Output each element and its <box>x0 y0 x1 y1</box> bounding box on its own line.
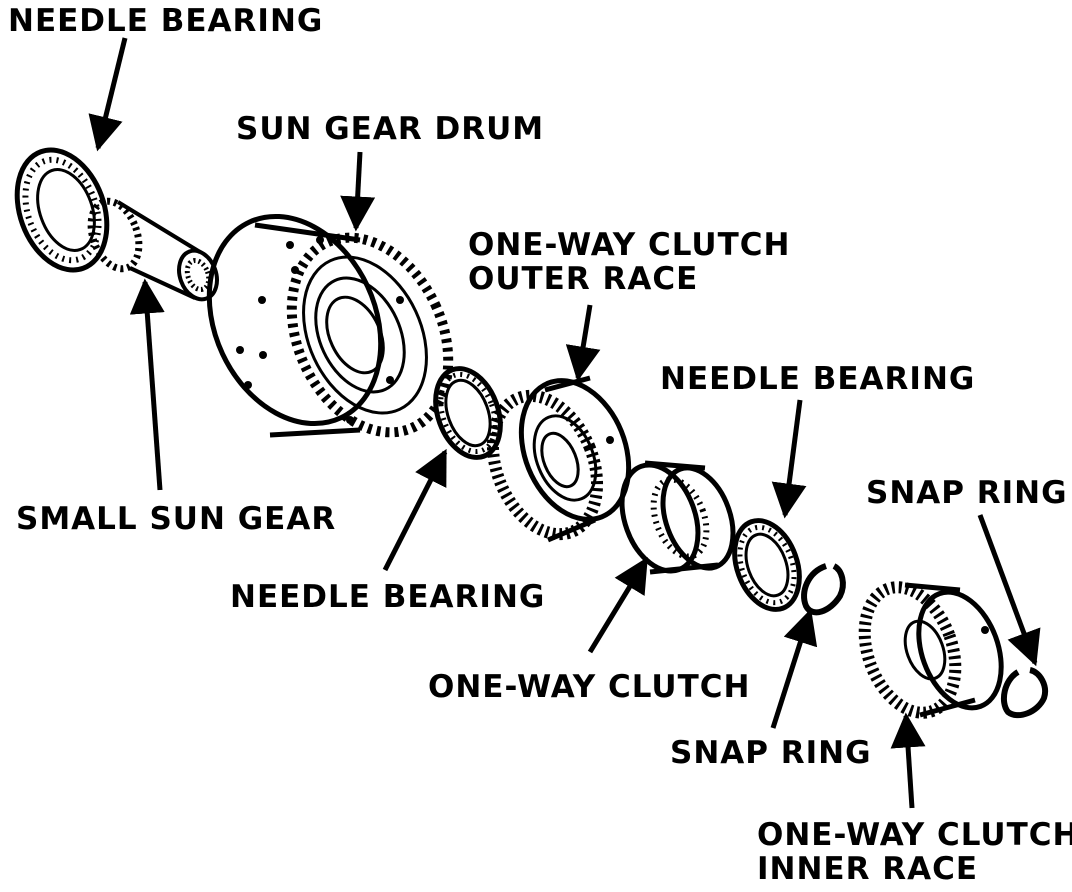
arrow-needle-bearing-center <box>382 448 448 572</box>
label-sun-gear-drum: SUN GEAR DRUM <box>236 111 545 147</box>
label-needle-bearing-right: NEEDLE BEARING <box>660 361 976 397</box>
label-snap-ring-center: SNAP RING <box>670 735 872 771</box>
needle-bearing-top-part <box>14 147 110 273</box>
label-inner-race-line-2: INNER RACE <box>757 851 979 887</box>
arrow-one-way-clutch <box>587 557 649 654</box>
arrow-needle-bearing-right <box>771 399 807 519</box>
label-outer-race-line-2: OUTER RACE <box>468 261 699 297</box>
label-one-way-clutch-outer-race: ONE-WAY CLUTCH OUTER RACE <box>468 228 790 296</box>
label-snap-ring-right: SNAP RING <box>866 475 1068 511</box>
arrow-sun-gear-drum <box>340 151 376 232</box>
leader-arrows <box>88 37 1041 809</box>
label-inner-race-line-1: ONE-WAY CLUTCH <box>757 817 1072 853</box>
arrow-outer-race <box>565 304 601 382</box>
label-needle-bearing-top: NEEDLE BEARING <box>8 3 324 39</box>
arrow-needle-bearing-top <box>88 37 128 152</box>
label-small-sun-gear: SMALL SUN GEAR <box>16 501 337 537</box>
label-outer-race-line-1: ONE-WAY CLUTCH <box>468 227 791 263</box>
arrow-inner-race <box>890 712 926 809</box>
arrow-snap-ring-right <box>977 514 1041 667</box>
label-one-way-clutch-inner-race: ONE-WAY CLUTCH INNER RACE <box>757 818 1072 886</box>
needle-bearing-center-part <box>433 366 503 460</box>
snap-ring-right-part <box>1000 667 1048 719</box>
arrow-snap-ring-center <box>770 608 818 729</box>
needle-bearing-right-part <box>732 518 802 612</box>
arrow-small-sun-gear <box>129 278 165 491</box>
one-way-clutch-inner-race-part <box>858 581 1004 719</box>
label-needle-bearing-center: NEEDLE BEARING <box>230 579 546 615</box>
label-one-way-clutch: ONE-WAY CLUTCH <box>428 669 751 705</box>
snap-ring-center-part <box>801 563 846 616</box>
sun-gear-drum-part <box>206 213 454 438</box>
one-way-clutch-part <box>619 460 736 575</box>
